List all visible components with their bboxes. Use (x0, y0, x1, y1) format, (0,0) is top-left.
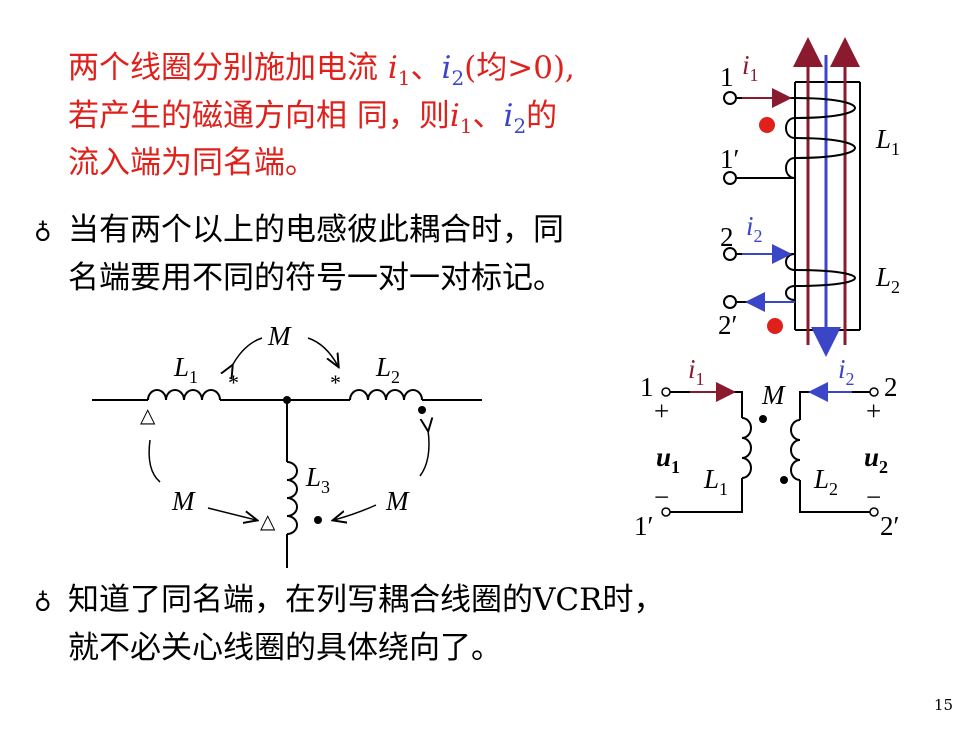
plus-sign-2: + (866, 396, 881, 426)
sep: 、 (410, 50, 442, 86)
mutual-arcs (148, 337, 429, 520)
terminal-2-label: 2 (884, 372, 898, 402)
bullet1-line-1: 当有两个以上的电感彼此耦合时，同 (68, 212, 564, 248)
flux-lines (793, 37, 860, 357)
L1-label: L1 (173, 352, 198, 387)
terminal-2p-label: 2′ (718, 310, 737, 340)
definition-line-2: 若产生的磁通方向相 同，则i1、i2的 (68, 96, 557, 146)
minus-sign-1: − (654, 482, 669, 512)
bullet-icon: ♁ (34, 586, 52, 614)
bullet2-line-1: 知道了同名端，在列写耦合线圈的VCR时， (68, 582, 665, 618)
text: 两个线圈分别施加电流 (68, 50, 388, 86)
L2-label: L2 (875, 262, 900, 297)
core-terminals (723, 91, 737, 309)
terminal-1-label: 1 (640, 372, 654, 402)
dot-marker-L1 (759, 415, 767, 423)
coupled-wires (670, 391, 870, 513)
text: (均>0), (464, 50, 575, 86)
i1-label: i1 (688, 354, 705, 389)
sep: 、 (472, 98, 504, 134)
star-marker-L1: * (228, 370, 239, 395)
dot-marker-coil-2 (767, 318, 783, 334)
var-i2: i (503, 98, 514, 134)
M-top-label: M (267, 321, 292, 351)
L3-label: L3 (305, 462, 330, 497)
var-i2: i (441, 50, 452, 86)
L2-label: L2 (813, 464, 838, 499)
L1-label: L1 (875, 124, 900, 159)
L2-label: L2 (375, 352, 400, 387)
definition-line-1: 两个线圈分别施加电流 i1、i2(均>0), (68, 48, 575, 98)
M-left-label: M (171, 486, 196, 516)
i2-label: i2 (838, 354, 855, 389)
terminal-1p-label: 1′ (634, 511, 653, 541)
sub: 2 (513, 114, 527, 138)
i1-label: i1 (742, 50, 759, 85)
text: 的 (526, 98, 558, 134)
definition-line-3: 流入端为同名端。 (68, 145, 316, 181)
dot-marker-L2 (780, 476, 788, 484)
junction-node (283, 396, 291, 404)
bullet-icon: ♁ (34, 216, 52, 244)
var-i1: i (387, 50, 398, 86)
sub: 2 (451, 66, 465, 90)
page-number: 15 (934, 696, 954, 714)
terminal-2-label: 2 (720, 222, 734, 252)
bullet2-line-2: 就不必关心线圈的具体绕向了。 (68, 630, 502, 666)
dot-marker-L3 (314, 516, 322, 524)
i2-label: i2 (746, 211, 763, 246)
text: 若产生的磁通方向相 同，则 (68, 98, 450, 134)
triangle-marker-L1: △ (140, 405, 156, 427)
dot-marker-L2 (418, 406, 426, 414)
M-right-label: M (385, 486, 410, 516)
M-label: M (761, 380, 786, 410)
terminal-1p-label: 1′ (720, 144, 739, 174)
terminal-1-label: 1 (720, 62, 734, 92)
coupled-terminals (661, 387, 879, 517)
sub: 1 (397, 66, 411, 90)
bullet1-line-2: 名端要用不同的符号一对一对标记。 (68, 260, 564, 296)
var-i1: i (449, 98, 460, 134)
u2-label: u2 (864, 442, 888, 477)
sub: 1 (459, 114, 473, 138)
dot-marker-coil-1 (759, 117, 775, 133)
plus-sign-1: + (654, 396, 669, 426)
minus-sign-2: − (866, 482, 881, 512)
star-marker-L2: * (330, 370, 341, 395)
triangle-marker-L3: △ (260, 511, 276, 533)
terminal-2p-label: 2′ (880, 511, 899, 541)
L1-label: L1 (703, 464, 728, 499)
u1-label: u1 (656, 442, 680, 477)
